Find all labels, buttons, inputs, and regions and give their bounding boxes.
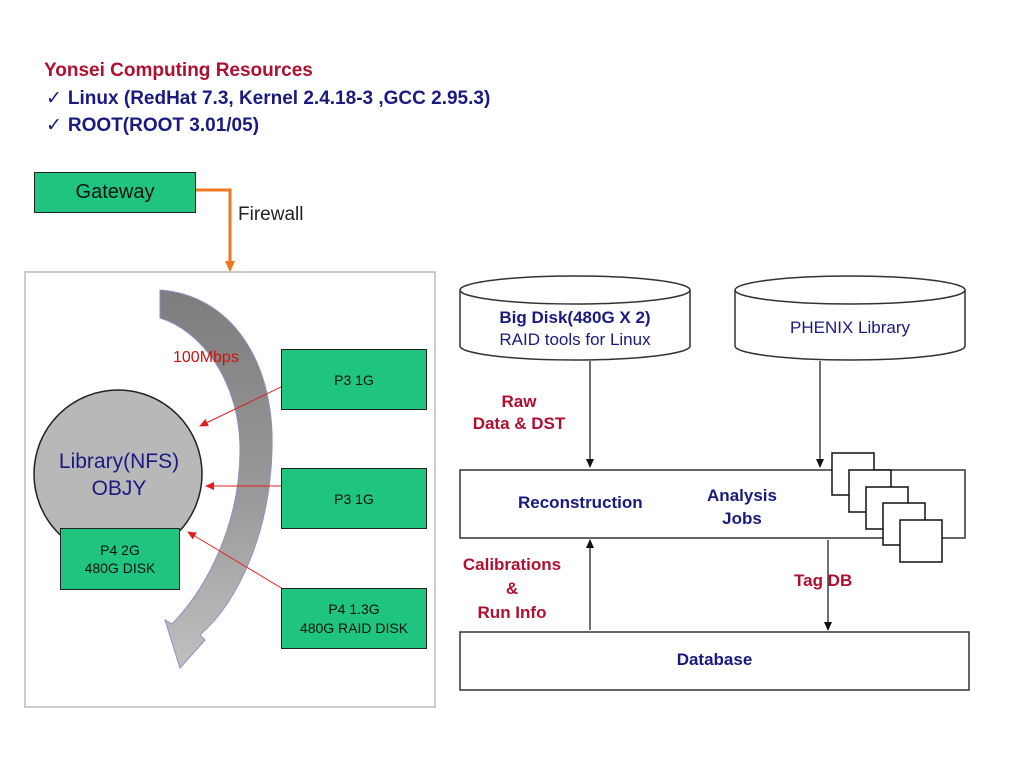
node-label: P3 1G <box>334 371 374 388</box>
node-box-2: P3 1G <box>281 468 427 529</box>
gateway-box: Gateway <box>34 172 196 213</box>
check-icon: ✓ <box>46 88 62 109</box>
bullet-linux: ✓Linux (RedHat 7.3, Kernel 2.4.18-3 ,GCC… <box>46 87 490 110</box>
firewall-label: Firewall <box>238 204 304 225</box>
calib-line2: & <box>505 579 519 598</box>
calib-line3: Run Info <box>477 603 547 622</box>
node-cpu: P4 1.3G <box>328 600 380 617</box>
library-line2: OBJY <box>91 477 147 500</box>
p4-cpu: P4 2G <box>100 542 140 558</box>
node-box-3: P4 1.3G 480G RAID DISK <box>281 588 427 649</box>
database-box <box>459 631 970 691</box>
node-disk: 480G RAID DISK <box>299 619 409 636</box>
bigdisk-top <box>459 275 691 305</box>
bigdisk-subtitle: RAID tools for Linux <box>499 330 651 349</box>
bandwidth-label: 100Mbps <box>173 349 239 366</box>
node-box-1: P3 1G <box>281 349 427 410</box>
analysis-jobs-label: Analysis Jobs <box>688 484 796 530</box>
phenix-label: PHENIX Library <box>790 318 910 337</box>
calibrations-label: Calibrations & Run Info <box>448 553 576 625</box>
database-label: Database <box>676 650 753 669</box>
reconstruction-label: Reconstruction <box>518 493 643 512</box>
bullet-text: Linux (RedHat 7.3, Kernel 2.4.18-3 ,GCC … <box>67 88 491 109</box>
bullet-text: ROOT(ROOT 3.01/05) <box>67 115 260 136</box>
p4-server-box: P4 2G 480G DISK <box>60 528 180 590</box>
analysis-line2: Jobs <box>722 509 762 528</box>
bullet-root: ✓ROOT(ROOT 3.01/05) <box>46 114 259 137</box>
bigdisk-title: Big Disk(480G X 2) <box>499 308 651 327</box>
check-icon: ✓ <box>46 115 62 136</box>
phenix-cylinder <box>734 290 966 361</box>
bigdisk-label: Big Disk(480G X 2) RAID tools for Linux <box>460 307 690 351</box>
p4-disk: 480G DISK <box>84 560 156 576</box>
phenix-top <box>734 275 966 305</box>
raw-line1: Raw <box>501 392 537 411</box>
library-label: Library(NFS) OBJY <box>34 448 204 502</box>
library-line1: Library(NFS) <box>58 450 180 473</box>
node-label: P3 1G <box>334 490 374 507</box>
gateway-label: Gateway <box>75 181 155 203</box>
firewall-connector <box>196 188 235 272</box>
raw-data-label: Raw Data & DST <box>456 391 582 435</box>
bigdisk-cylinder <box>459 290 691 361</box>
job-square <box>899 519 943 563</box>
raw-line2: Data & DST <box>472 414 566 433</box>
tag-db-label: Tag DB <box>794 571 853 590</box>
page-title: Yonsei Computing Resources <box>44 60 313 81</box>
analysis-line1: Analysis <box>707 486 777 505</box>
calib-line1: Calibrations <box>462 555 562 574</box>
